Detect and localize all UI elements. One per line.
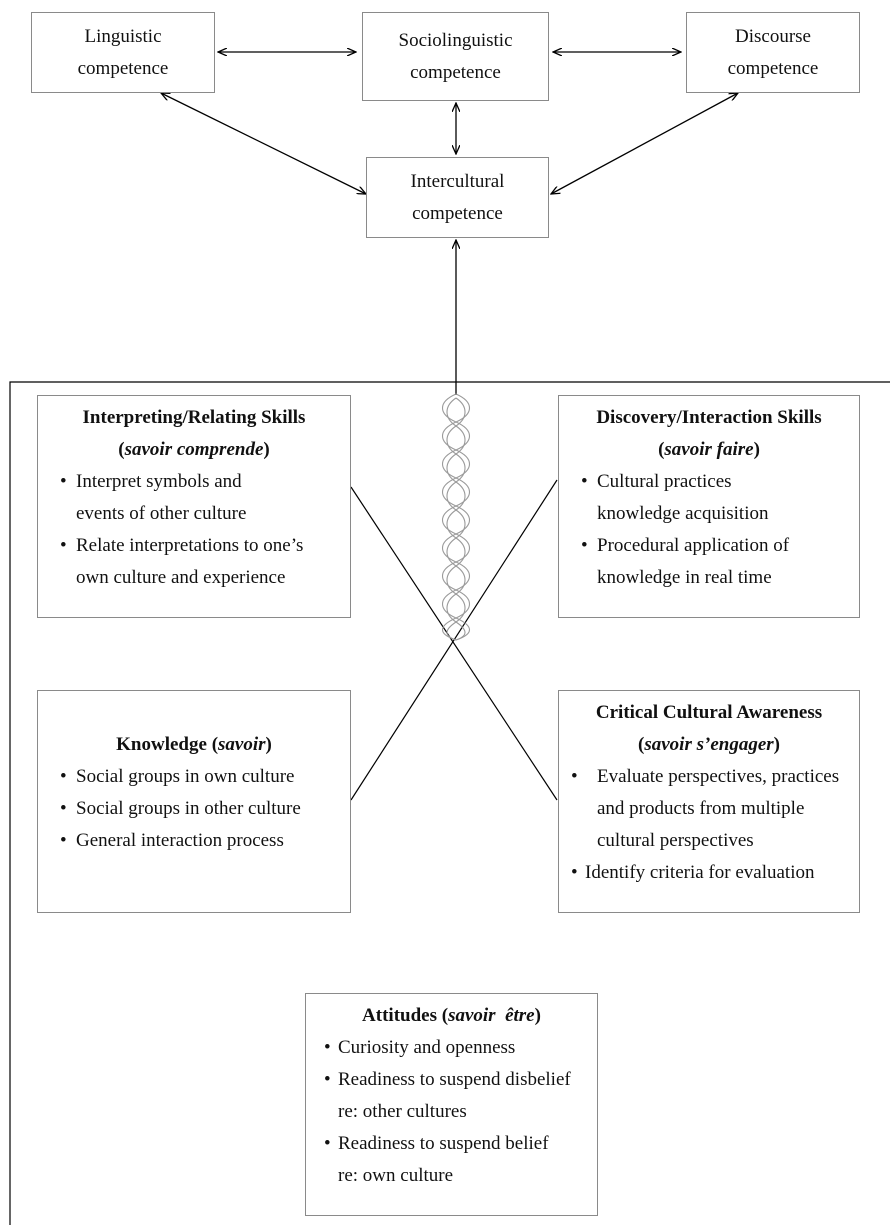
- list-item: Interpret symbols and events of other cu…: [48, 466, 340, 530]
- knowledge-title-text: Knowledge: [116, 734, 207, 755]
- attitudes-title-text: Attitudes: [362, 1005, 437, 1026]
- attitudes-title: Attitudes (savoir être): [362, 1005, 541, 1026]
- discovery-subtitle: (savoir faire): [658, 439, 760, 460]
- arrow-linguistic-intercultural: [161, 93, 366, 194]
- critical-subtitle-text: savoir s’engager: [644, 734, 774, 755]
- discovery-interaction-box: Discovery/Interaction Skills (savoir fai…: [558, 395, 860, 618]
- discovery-subtitle-text: savoir faire: [664, 439, 754, 460]
- knowledge-title: Knowledge (savoir): [116, 734, 272, 755]
- linguistic-line-1: Linguistic: [84, 25, 162, 47]
- attitudes-box: Attitudes (savoir être) Curiosity and op…: [305, 993, 598, 1216]
- interpreting-bullet-list: Interpret symbols and events of other cu…: [48, 466, 340, 594]
- critical-title-text: Critical Cultural Awareness: [595, 702, 823, 723]
- intercultural-competence-box: Intercultural competence: [366, 157, 549, 238]
- intercultural-line-2: competence: [412, 202, 503, 224]
- discourse-line-2: competence: [727, 57, 819, 79]
- knowledge-bullet-list: Social groups in own culture Social grou…: [48, 761, 340, 857]
- attitudes-subtitle-text: savoir être: [448, 1005, 535, 1026]
- critical-title: Critical Cultural Awareness: [563, 697, 855, 729]
- sociolinguistic-competence-box: Sociolinguistic competence: [362, 12, 549, 101]
- list-item: Readiness to suspend disbelief re: other…: [316, 1064, 587, 1128]
- linguistic-line-2: competence: [77, 57, 169, 79]
- list-item: Readiness to suspend belief re: own cult…: [316, 1128, 587, 1192]
- components-frame: [9, 381, 890, 1225]
- interpreting-subtitle-text: savoir comprende: [124, 439, 264, 460]
- attitudes-bullet-list: Curiosity and openness Readiness to susp…: [316, 1032, 587, 1192]
- list-item: Evaluate perspectives, practices and pro…: [563, 761, 855, 857]
- braid-strand: [441, 393, 471, 641]
- critical-bullet-list: Evaluate perspectives, practices and pro…: [563, 761, 855, 889]
- discovery-title-text: Discovery/Interaction Skills: [596, 407, 822, 428]
- list-item: Curiosity and openness: [316, 1032, 587, 1064]
- critical-cultural-awareness-box: Critical Cultural Awareness (savoir s’en…: [558, 690, 860, 913]
- discourse-line-1: Discourse: [735, 25, 811, 47]
- list-item: Relate interpretations to one’s own cult…: [48, 530, 340, 594]
- interpreting-title: Interpreting/Relating Skills: [48, 402, 340, 434]
- interpreting-relating-box: Interpreting/Relating Skills (savoir com…: [37, 395, 351, 618]
- interpreting-title-text: Interpreting/Relating Skills: [82, 407, 306, 428]
- sociolinguistic-line-2: competence: [410, 61, 501, 83]
- list-item: Identify criteria for evaluation: [563, 857, 855, 889]
- cross-line-knowledge-discovery: [350, 479, 558, 801]
- discourse-competence-box: Discourse competence: [686, 12, 860, 93]
- discovery-bullet-list: Cultural practices knowledge acquisition…: [569, 466, 849, 594]
- intercultural-line-1: Intercultural: [410, 170, 505, 192]
- interpreting-subtitle: (savoir comprende): [118, 439, 270, 460]
- list-item: Cultural practices knowledge acquisition: [569, 466, 849, 530]
- cross-line-interpreting-critical: [350, 486, 558, 801]
- knowledge-box: Knowledge (savoir) Social groups in own …: [37, 690, 351, 913]
- list-item: Social groups in other culture: [48, 793, 340, 825]
- linguistic-competence-box: Linguistic competence: [31, 12, 215, 93]
- arrow-discourse-intercultural: [551, 93, 738, 194]
- knowledge-subtitle-text: savoir: [218, 734, 266, 755]
- list-item: Procedural application of knowledge in r…: [569, 530, 849, 594]
- discovery-title: Discovery/Interaction Skills: [569, 402, 849, 434]
- sociolinguistic-line-1: Sociolinguistic: [398, 29, 513, 51]
- list-item: General interaction process: [48, 825, 340, 857]
- list-item: Social groups in own culture: [48, 761, 340, 793]
- critical-subtitle: (savoir s’engager): [638, 734, 780, 755]
